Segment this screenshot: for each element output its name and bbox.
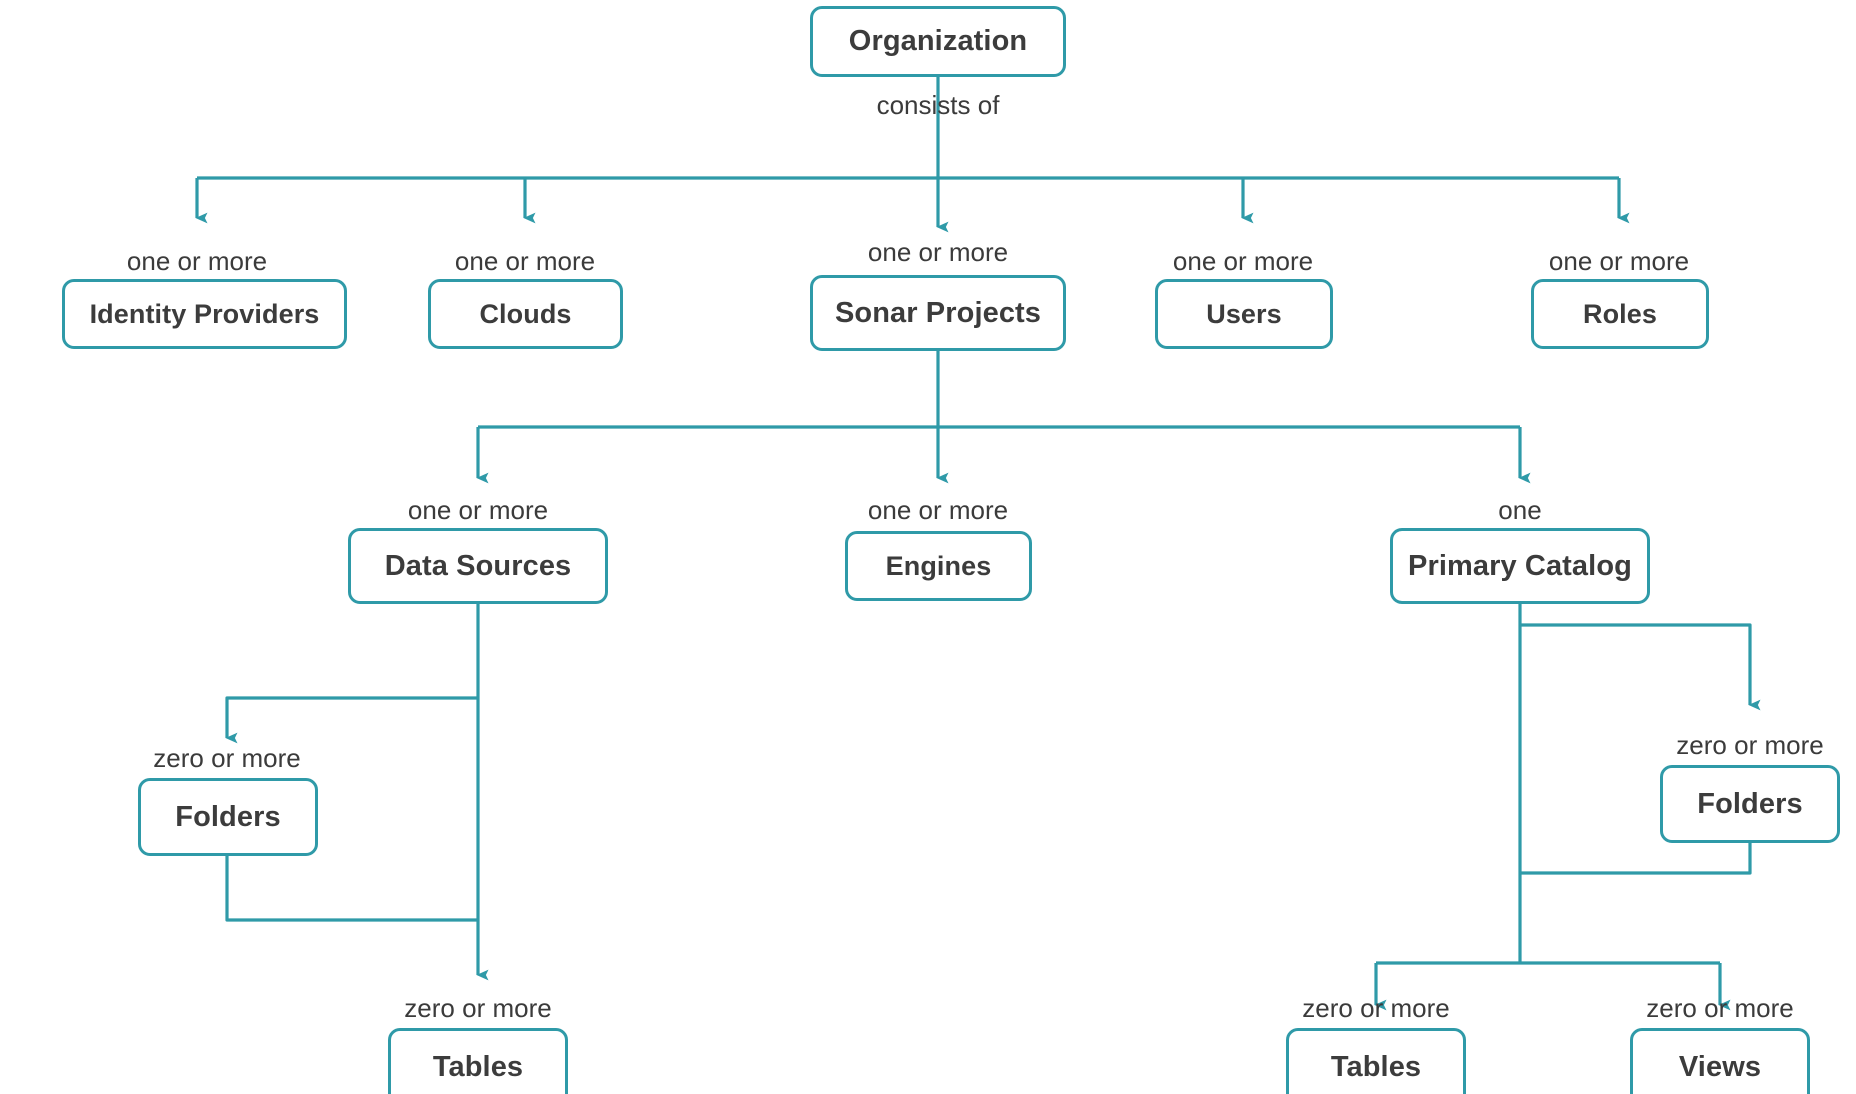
node-users-label: Users: [1206, 298, 1282, 329]
cardinality-pc-folders: zero or more: [1676, 730, 1824, 760]
node-organization[interactable]: Organization: [810, 6, 1066, 77]
cardinality-engines: one or more: [867, 495, 1009, 525]
node-organization-label: Organization: [848, 25, 1028, 57]
cardinality-ds-tables: zero or more: [404, 993, 552, 1023]
node-pc-views-label: Views: [1678, 1050, 1762, 1083]
cardinality-ds-folders: zero or more: [153, 743, 301, 773]
node-ds-folders-label: Folders: [175, 800, 281, 833]
node-pc-folders-label: Folders: [1697, 787, 1803, 820]
node-pc-tables[interactable]: Tables: [1286, 1028, 1466, 1094]
node-sonar-projects-label: Sonar Projects: [834, 296, 1042, 329]
node-roles[interactable]: Roles: [1531, 279, 1709, 349]
node-data-sources-label: Data Sources: [384, 549, 572, 582]
node-ds-folders[interactable]: Folders: [138, 778, 318, 856]
node-roles-label: Roles: [1582, 298, 1658, 329]
node-identity-providers-label: Identity Providers: [89, 298, 320, 329]
cardinality-data-sources: one or more: [407, 495, 549, 525]
cardinality-users: one or more: [1172, 246, 1314, 276]
edge-folders-to-tables-join: [225, 856, 478, 922]
node-clouds[interactable]: Clouds: [428, 279, 623, 349]
cardinality-sonar-projects: one or more: [867, 237, 1009, 267]
cardinality-pc-tables: zero or more: [1302, 993, 1450, 1023]
node-engines[interactable]: Engines: [845, 531, 1032, 601]
node-engines-label: Engines: [885, 550, 992, 581]
edge-data-sources-to-folders: [225, 696, 478, 744]
node-primary-catalog-label: Primary Catalog: [1408, 549, 1632, 582]
cardinality-pc-views: zero or more: [1646, 993, 1794, 1023]
edge-label-consists-of: consists of: [876, 90, 1000, 120]
cardinality-roles: one or more: [1548, 246, 1690, 276]
node-clouds-label: Clouds: [479, 298, 572, 329]
node-sonar-projects[interactable]: Sonar Projects: [810, 275, 1066, 351]
node-ds-tables[interactable]: Tables: [388, 1028, 568, 1094]
edge-primary-catalog-to-folders: [1520, 623, 1761, 711]
node-pc-tables-label: Tables: [1330, 1050, 1422, 1083]
node-pc-folders[interactable]: Folders: [1660, 765, 1840, 843]
node-pc-views[interactable]: Views: [1630, 1028, 1810, 1094]
node-ds-tables-label: Tables: [432, 1050, 524, 1083]
node-data-sources[interactable]: Data Sources: [348, 528, 608, 604]
cardinality-identity-providers: one or more: [126, 246, 268, 276]
node-users[interactable]: Users: [1155, 279, 1333, 349]
cardinality-clouds: one or more: [454, 246, 596, 276]
cardinality-primary-catalog: one: [1498, 495, 1542, 525]
node-primary-catalog[interactable]: Primary Catalog: [1390, 528, 1650, 604]
node-identity-providers[interactable]: Identity Providers: [62, 279, 347, 349]
